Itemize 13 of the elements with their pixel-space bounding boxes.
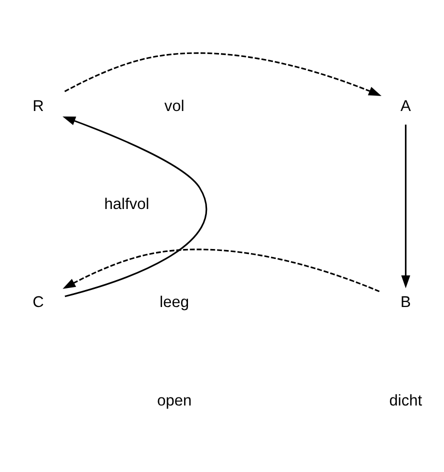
label: open [157, 392, 192, 410]
arrow [62, 248, 380, 292]
node-text: R [32, 98, 44, 115]
arrow [401, 124, 410, 288]
node-text: B [400, 294, 411, 312]
label: halfvol [104, 196, 150, 213]
node-text: C [32, 294, 44, 312]
arrow [62, 116, 207, 298]
label: vol [164, 98, 184, 115]
node-text: A [400, 98, 411, 115]
label: leeg [160, 294, 190, 312]
label: dicht [389, 392, 422, 410]
arrow [64, 52, 382, 96]
